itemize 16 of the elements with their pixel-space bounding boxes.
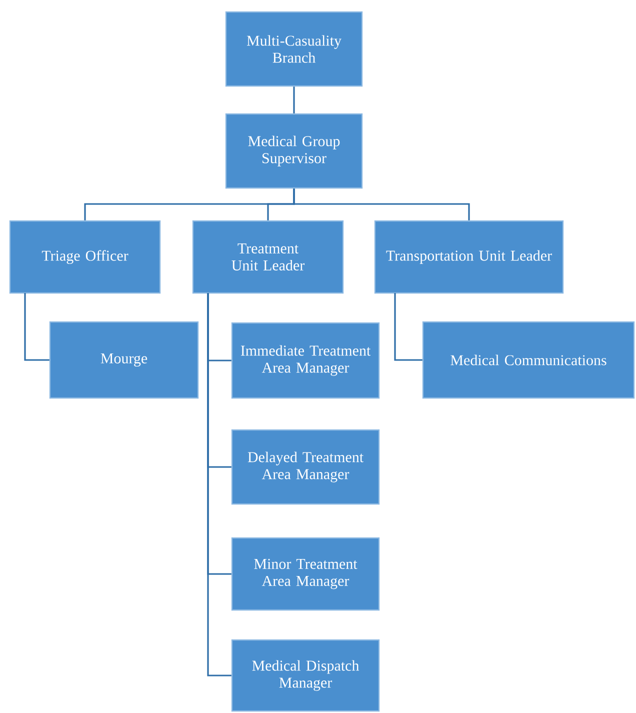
- connector-line: [293, 188, 470, 220]
- position-box: Treatment Unit Leader: [192, 220, 344, 294]
- position-box: Mourge: [49, 321, 199, 399]
- connector-line: [207, 293, 232, 676]
- position-box: Immediate Treatment Area Manager: [231, 322, 380, 399]
- connector-line: [293, 86, 295, 114]
- position-box: Triage Officer: [9, 220, 161, 294]
- position-box: Minor Treatment Area Manager: [231, 537, 380, 611]
- position-box: Multi-Casuality Branch: [225, 11, 363, 87]
- position-box: Medical Group Supervisor: [225, 113, 363, 189]
- position-box: Medical Dispatch Manager: [231, 639, 380, 712]
- connector-line: [24, 293, 50, 361]
- connector-line: [394, 293, 422, 361]
- position-box: Transportation Unit Leader: [374, 220, 564, 294]
- position-box: Medical Communications: [422, 321, 635, 399]
- position-box: Delayed Treatment Area Manager: [231, 429, 380, 505]
